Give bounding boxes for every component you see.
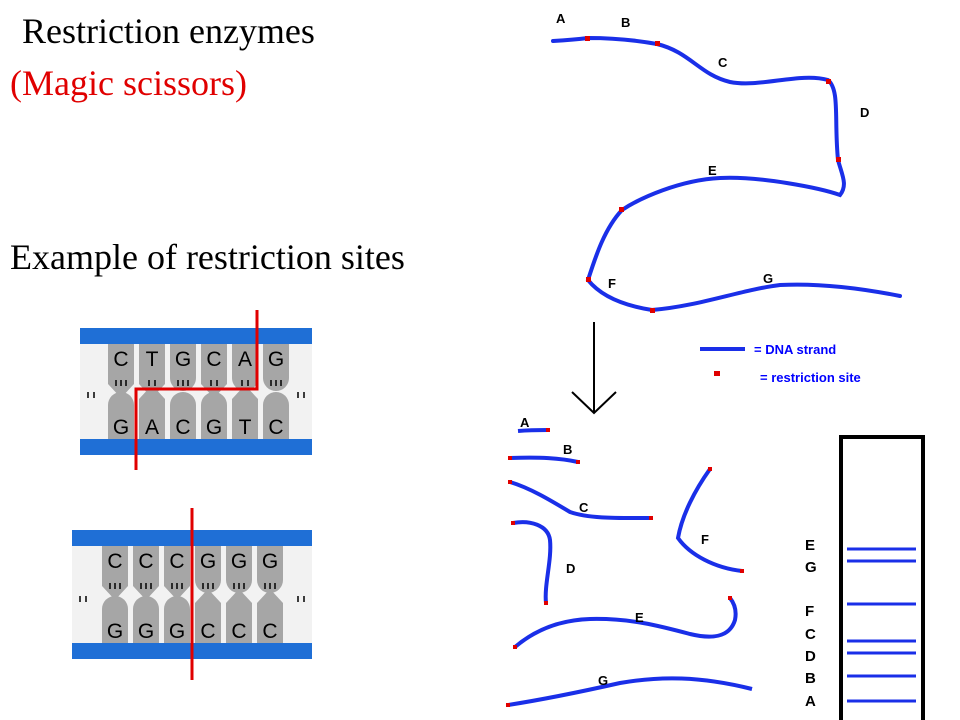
site1-bottom-base: A [145,416,159,439]
site2-bottom-bases: G G G C C C [102,589,283,643]
site1-cut-line [134,310,259,470]
site2-top-base: C [138,550,153,573]
gel-label-e: E [805,537,815,554]
slide-subtitle: (Magic scissors) [10,63,247,103]
site2-bottom-base: G [107,620,123,643]
site1-bottom-base: G [113,416,129,439]
legend-site-text: = restriction site [760,370,861,385]
legend-strand-text: = DNA strand [754,342,836,357]
site2-hydrogen-bonds [79,583,305,602]
strand-label-a: A [556,11,566,26]
site1-bottom-base: C [175,416,190,439]
site2-bottom-base: C [231,620,246,643]
site2-top-base: G [262,550,278,573]
site2-bottom-base: G [169,620,185,643]
gel-box [839,435,925,720]
fragment-label-c: C [579,500,589,515]
down-arrow-icon [571,322,617,415]
site2-bottom-base: G [138,620,154,643]
fragment-label-e: E [635,610,644,625]
slide-title: Restriction enzymes [22,11,315,51]
legend-site-mark [714,371,720,376]
site2-top-base: C [107,550,122,573]
fragment-g: G [506,673,753,707]
strand-label-g: G [763,271,773,286]
gel-label-a: A [805,693,816,710]
gel-label-g: G [805,559,817,576]
site2-top-bases: C C C G G G [102,546,283,600]
site1-top-base: G [268,348,284,371]
strand-label-b: B [621,15,630,30]
example-heading: Example of restriction sites [10,237,405,277]
site1-bottom-base: G [206,416,222,439]
fragment-label-d: D [566,561,575,576]
gel-label-c: C [805,626,816,643]
gel-label-b: B [805,670,816,687]
site1-top-base: A [238,348,252,371]
site2-top-base: G [200,550,216,573]
intact-dna-strand: A B C D E F G [551,11,902,313]
fragment-label-a: A [520,415,530,430]
restriction-site-mark [650,308,655,313]
legend: = DNA strand = restriction site [700,342,861,385]
dna-fragments: A B C D E F [506,415,753,707]
fragment-f: F [675,467,744,573]
strand-label-f: F [608,276,616,291]
site1-top-bases: C T G C A G [108,344,289,398]
restriction-site-mark [836,157,841,162]
fragment-b: B [508,442,580,464]
strand-label-c: C [718,55,728,70]
site2-top-base: C [169,550,184,573]
strand-label-d: D [860,105,869,120]
restriction-site-mark [586,277,591,282]
restriction-site-mark [619,207,624,212]
site2-top-base: G [231,550,247,573]
gel-label-d: D [805,648,816,665]
site1-top-base: G [175,348,191,371]
restriction-site-2: C C C G G G G G G C C C [72,508,312,680]
fragment-label-f: F [701,532,709,547]
restriction-site-mark [826,79,831,84]
fragment-label-g: G [598,673,608,688]
fragment-d: D [511,520,575,605]
fragment-a: A [517,415,550,433]
fragment-e: E [513,596,738,649]
site1-bottom-base: T [239,416,252,439]
fragment-label-b: B [563,442,572,457]
site2-bottom-base: C [262,620,277,643]
dna-strand-path [551,35,902,313]
site1-bottom-bases: G A C G T C [108,385,289,439]
strand-label-e: E [708,163,717,178]
restriction-site-mark [655,41,660,46]
gel-lane: E G F C D B A [805,435,925,720]
site2-bottom-base: C [200,620,215,643]
restriction-site-1: C T G C A G G A C G T C [80,310,312,470]
restriction-site-mark [585,36,590,41]
site1-hydrogen-bonds [87,380,305,398]
site1-top-base: T [146,348,159,371]
gel-label-f: F [805,603,814,620]
fragment-c: C [508,480,653,521]
site1-bottom-base: C [268,416,283,439]
site1-top-base: C [206,348,221,371]
site1-top-base: C [113,348,128,371]
